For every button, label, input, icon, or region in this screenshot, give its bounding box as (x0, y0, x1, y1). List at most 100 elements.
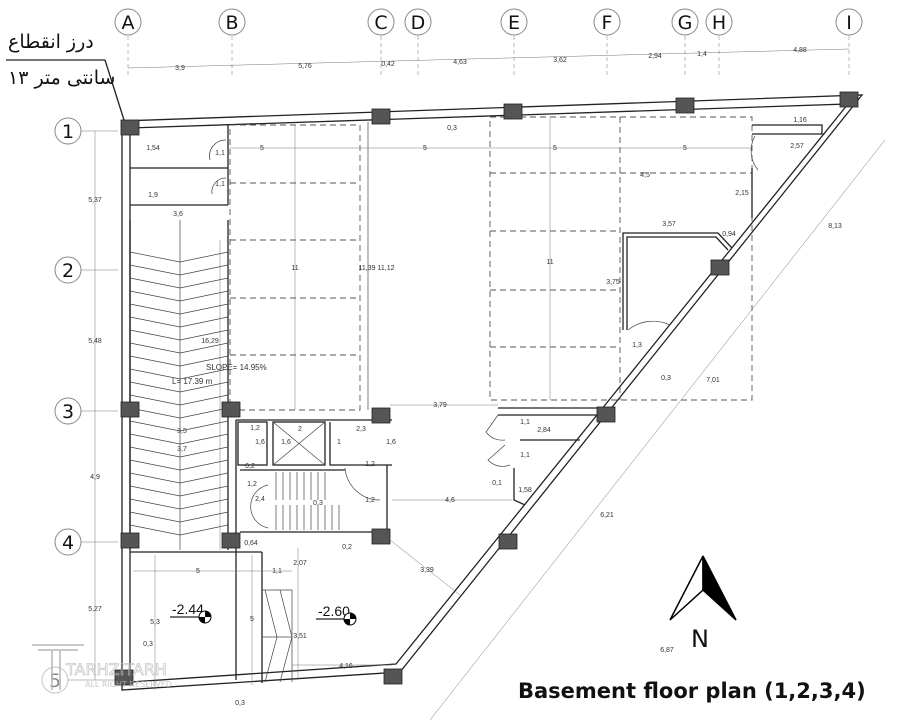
column (371, 528, 391, 545)
dimension-label: 5,37 (88, 197, 102, 204)
column (114, 669, 134, 686)
dimension-label: 1,2 (365, 461, 375, 468)
dimension-label: 1,16 (793, 117, 807, 124)
dimension-label: 2,94 (648, 53, 662, 60)
dimension-label: 4,16 (339, 663, 353, 670)
level-value: -2.60 (318, 603, 350, 619)
dimension-label: 5,3 (150, 619, 160, 626)
upper-rooms (130, 125, 229, 206)
grid-column-label: I (846, 12, 852, 34)
dimension-label: 4,63 (453, 59, 467, 66)
dimension-label: 16,29 (201, 338, 219, 345)
dimension-label: 5,27 (88, 606, 102, 613)
dimension-label: 5 (423, 145, 427, 152)
dimension-label: 1,9 (148, 192, 158, 199)
dimension-label: 2,07 (293, 560, 307, 567)
column (710, 259, 730, 276)
grid-column-label: H (712, 12, 726, 34)
dimension-label: 1,4 (697, 51, 707, 58)
dimension-label: 1,1 (215, 150, 225, 157)
outer-walls (121, 94, 864, 691)
dimension-label: 2,15 (735, 190, 749, 197)
dimension-label: 3,62 (553, 57, 567, 64)
dimension-label: 2,84 (537, 427, 551, 434)
dimension-label: 3,75 (606, 279, 620, 286)
dimension-label: 8,13 (828, 223, 842, 230)
structural-columns (114, 91, 859, 686)
stair-elevator-core (235, 419, 392, 680)
column (120, 401, 140, 418)
column (383, 668, 403, 685)
dimension-label: 5 (196, 568, 200, 575)
dimension-label: 7,01 (706, 377, 720, 384)
grid-column-bubble: D (404, 8, 432, 36)
column (120, 532, 140, 549)
level-value: -2.44 (172, 601, 204, 617)
dimension-label: 0,3 (143, 641, 153, 648)
grid-row-label: 1 (62, 121, 74, 143)
dimension-label: 3,39 (420, 567, 434, 574)
dimension-label: 1,58 (518, 487, 532, 494)
watermark-logo: TARHZITARH ALL RIGHT RESERVED (32, 644, 172, 690)
north-label: N (691, 625, 709, 653)
grid-row-bubble: 3 (54, 397, 82, 425)
dimension-label: 6,87 (660, 647, 674, 654)
top-dimension-line (127, 48, 850, 69)
lower-area (94, 131, 461, 690)
dimension-label: 11,39 (359, 265, 376, 272)
grid-row-bubble: 5 (41, 666, 69, 694)
grid-column-bubble: A (114, 8, 142, 36)
note-leader (104, 59, 125, 121)
grid-column-label: C (374, 12, 387, 34)
dimension-label: 4,9 (90, 474, 100, 481)
column (675, 97, 695, 114)
dimension-label: 0,94 (722, 231, 736, 238)
dimension-label: 1 (337, 439, 341, 446)
dimension-label: 11 (291, 265, 298, 272)
dimension-label: 1,2 (247, 481, 257, 488)
level-marker-1: -2.44 (170, 601, 212, 624)
dimension-label: 1,54 (146, 145, 160, 152)
dimension-label: 5 (553, 145, 557, 152)
grid-column-bubble: H (705, 8, 733, 36)
grid-column-label: B (225, 12, 238, 34)
dimension-label: 3,5 (177, 428, 187, 435)
dimension-label: 1,6 (386, 439, 396, 446)
column (221, 532, 241, 549)
watermark-brand: TARHZITARH (65, 660, 167, 679)
grid-column-label: F (602, 12, 613, 34)
dimension-label: 3,51 (293, 633, 307, 640)
dimension-label: 3,6 (173, 211, 183, 218)
column (371, 108, 391, 125)
dimension-label: 11 (546, 259, 553, 266)
level-marker-2: -2.60 (316, 603, 357, 626)
grid-column-bubble: B (218, 8, 246, 36)
grid-row-label: 3 (62, 401, 74, 423)
dimension-label: 1,1 (215, 181, 225, 188)
grid-column-bubble: C (367, 8, 395, 36)
dimension-label: 1,1 (520, 419, 530, 426)
dimension-label: 4,6 (445, 497, 455, 504)
dimension-label: 0,3 (447, 125, 457, 132)
dimension-label: 5 (250, 616, 254, 623)
grid-row-label: 4 (62, 532, 74, 554)
grid-column-label: G (678, 12, 693, 34)
dimension-label: 3,57 (662, 221, 676, 228)
dimension-label: 5 (260, 145, 264, 152)
column (221, 401, 241, 418)
dimension-label: 1,1 (272, 568, 282, 575)
parking-bays-left (229, 122, 490, 411)
dimension-label: 5,76 (298, 63, 312, 70)
dimension-label: 3,7 (177, 446, 187, 453)
grid-column-label: D (411, 12, 426, 34)
parking-bays-right (489, 116, 753, 401)
grid-row-bubble: 2 (54, 256, 82, 284)
dimension-label: 0,1 (492, 480, 502, 487)
dimension-label: 1,2 (250, 425, 260, 432)
north-arrow-icon (669, 555, 737, 621)
column (503, 103, 523, 120)
grid-column-bubble: I (835, 8, 863, 36)
column (371, 407, 391, 424)
dimension-label: 2,57 (790, 143, 804, 150)
